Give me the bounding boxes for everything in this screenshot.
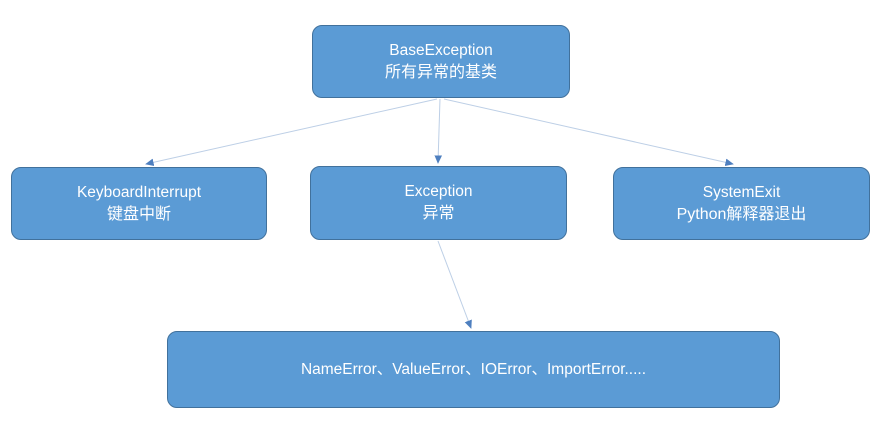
node-exception-subtitle: 异常 — [422, 205, 455, 222]
node-exception: Exception 异常 — [310, 166, 567, 240]
node-exception-title: Exception — [404, 183, 473, 200]
node-baseexception-title: BaseException — [389, 41, 493, 59]
node-baseexception: BaseException 所有异常的基类 — [312, 25, 570, 98]
node-exception-subclasses: NameError、ValueError、IOError、ImportError… — [167, 331, 780, 408]
connector-base-to-systemexit — [443, 98, 734, 167]
node-exception-subclasses-label: NameError、ValueError、IOError、ImportError… — [300, 360, 647, 378]
node-baseexception-subtitle: 所有异常的基类 — [384, 63, 497, 81]
node-keyboardinterrupt-title: KeyboardInterrupt — [76, 183, 202, 201]
node-keyboardinterrupt: KeyboardInterrupt 键盘中断 — [11, 167, 267, 240]
node-systemexit-subtitle: Python解释器退出 — [676, 205, 807, 223]
node-systemexit-title: SystemExit — [702, 183, 781, 201]
connector-exception-to-subclasses — [437, 240, 472, 329]
node-systemexit: SystemExit Python解释器退出 — [613, 167, 870, 240]
connector-base-to-keyboardinterrupt — [145, 98, 438, 167]
connector-base-to-exception — [434, 98, 443, 164]
node-keyboardinterrupt-subtitle: 键盘中断 — [106, 205, 171, 223]
